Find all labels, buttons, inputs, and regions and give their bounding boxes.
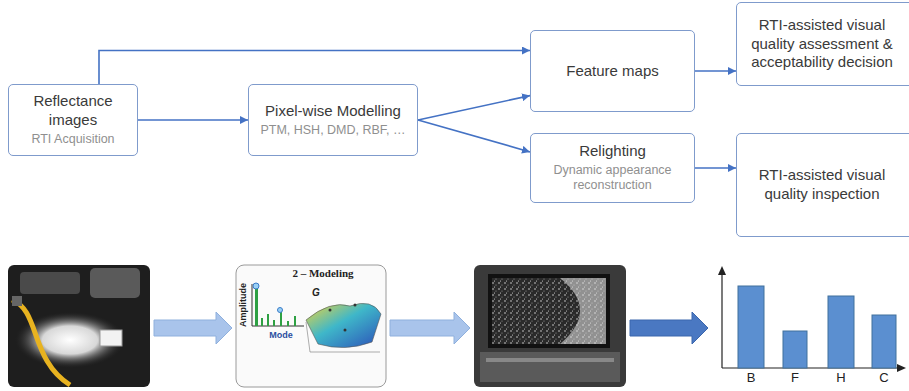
flow-arrow-part xyxy=(390,312,470,344)
bar-chart-part xyxy=(721,272,722,368)
box-title: RTI-assisted visual quality assessment &… xyxy=(745,16,899,72)
modeling-plot-part xyxy=(252,326,304,327)
axis-label: Amplitude xyxy=(239,283,249,327)
box-title: Feature maps xyxy=(566,62,659,81)
display-photo-part xyxy=(474,265,626,387)
flow-arrow-part xyxy=(630,312,708,344)
flow-arrow xyxy=(630,312,708,344)
modeling-plot-part xyxy=(329,309,332,312)
modeling-plot-part xyxy=(236,265,386,387)
box-subtitle: RTI Acquisition xyxy=(31,132,114,148)
modeling-plot-part xyxy=(273,320,275,326)
bar-chart-part xyxy=(828,296,854,368)
bar-chart-part xyxy=(872,315,896,368)
axis-label: G xyxy=(312,287,320,298)
bar-chart-part xyxy=(897,364,906,372)
display-photo-part xyxy=(486,358,614,362)
modeling-plot-part xyxy=(267,314,269,326)
acquisition-photo-part xyxy=(12,300,70,385)
axis-label: Mode xyxy=(269,331,293,341)
flow-arrow-part xyxy=(154,312,232,344)
modeling-plot-part xyxy=(287,321,289,326)
bar-chart xyxy=(718,266,906,372)
bar-label: H xyxy=(836,371,845,385)
modeling-plot-part xyxy=(261,318,263,326)
acquisition-photo-part xyxy=(90,268,140,298)
acquisition-photo-part xyxy=(20,272,80,294)
modeling-plot-part xyxy=(278,308,283,313)
flow-arrow xyxy=(695,70,736,72)
bar-label: C xyxy=(879,371,888,385)
display-photo-part xyxy=(492,278,606,344)
bar-chart-part xyxy=(783,331,807,368)
box-subtitle: PTM, HSH, DMD, RBF, … xyxy=(260,123,405,139)
flow-arrow xyxy=(138,119,248,121)
process-box: Pixel-wise ModellingPTM, HSH, DMD, RBF, … xyxy=(248,84,418,156)
modeling-plot-part xyxy=(253,283,259,289)
bar-label: F xyxy=(791,371,799,385)
box-title: RTI-assisted visual quality inspection xyxy=(745,166,899,204)
box-subtitle: Dynamic appearance reconstruction xyxy=(539,163,686,194)
output-box: Feature maps xyxy=(530,30,695,112)
acquisition-photo-part xyxy=(100,330,122,346)
box-title: Pixel-wise Modelling xyxy=(265,102,401,121)
result-box: RTI-assisted visual quality assessment &… xyxy=(736,2,909,86)
acquisition-photo-part xyxy=(8,265,150,387)
process-box: RelightingDynamic appearance reconstruct… xyxy=(530,133,695,203)
box-title: Reflectance images xyxy=(17,92,129,130)
flow-arrow xyxy=(99,51,530,85)
flow-arrow xyxy=(418,120,530,152)
bar-chart-part xyxy=(718,266,726,275)
input-box: Reflectance imagesRTI Acquisition xyxy=(8,84,138,156)
acquisition-photo-part xyxy=(12,296,22,306)
flow-arrow xyxy=(418,96,530,120)
modeling-plot-part xyxy=(344,329,347,332)
flow-arrow xyxy=(695,167,736,169)
modeling-plot-part xyxy=(310,352,380,353)
display-photo xyxy=(474,265,626,387)
display-photo-part xyxy=(480,352,620,382)
acquisition-photo xyxy=(8,265,150,387)
modeling-plot-part xyxy=(306,303,381,347)
modeling-plot-part xyxy=(294,316,296,326)
modeling-plot-part xyxy=(255,286,258,326)
result-box: RTI-assisted visual quality inspection xyxy=(736,133,909,237)
plot-title: 2 – Modeling xyxy=(292,267,353,279)
flow-arrow xyxy=(154,312,232,344)
modeling-plot-part xyxy=(354,304,357,307)
display-photo-part xyxy=(488,274,610,348)
modeling-plot-part xyxy=(252,284,253,326)
modeling-plot xyxy=(236,265,386,387)
modeling-plot-part xyxy=(306,322,310,352)
box-title: Relighting xyxy=(579,142,646,161)
bar-chart-part xyxy=(738,286,764,368)
flow-arrow xyxy=(390,312,470,344)
display-photo-part xyxy=(560,278,606,344)
bar-label: B xyxy=(747,371,756,385)
